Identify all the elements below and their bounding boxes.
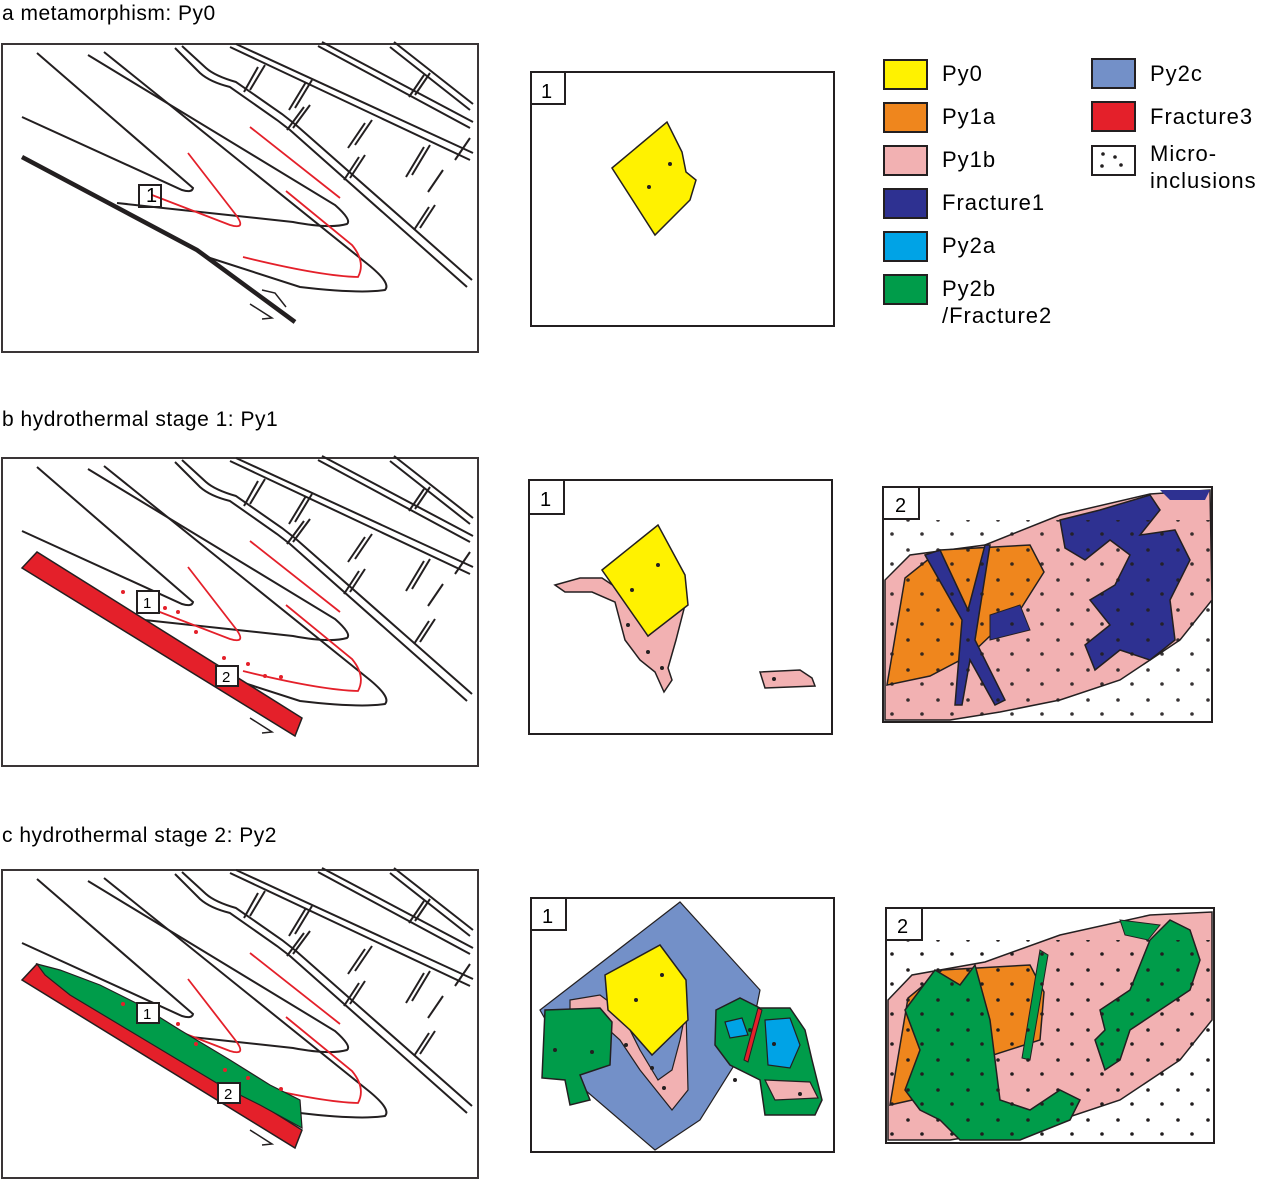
panel-c-inset-2: 2 (885, 907, 1215, 1144)
svg-text:Py2b: Py2b (942, 276, 996, 301)
py0-grain (611, 120, 697, 237)
svg-text:Fracture1: Fracture1 (942, 190, 1045, 215)
legend: Py0 Py1a Py1b Fracture1 Py2a Py2b/Fractu… (883, 58, 1257, 328)
legend-py2c: Py2c (1091, 58, 1203, 89)
fracture3-zone (20, 551, 303, 738)
fracture3-zone (20, 963, 303, 1150)
panel-c-fold-sketch: 1 2 (1, 867, 479, 1179)
svg-text:1: 1 (542, 906, 553, 928)
svg-text:Py2c: Py2c (1150, 61, 1203, 86)
panel-c-inset-1: 1 (530, 897, 835, 1153)
svg-text:Micro-: Micro- (1150, 141, 1217, 166)
panel-a-title: a metamorphism: Py0 (2, 2, 216, 25)
svg-text:1: 1 (540, 489, 551, 511)
svg-text:Fracture3: Fracture3 (1150, 104, 1253, 129)
svg-text:/Fracture2: /Fracture2 (942, 303, 1052, 328)
panel-b-title: b hydrothermal stage 1: Py1 (2, 408, 278, 431)
panel-b-fold-sketch: 1 2 (1, 455, 479, 767)
svg-text:Py0: Py0 (942, 61, 983, 86)
svg-text:2: 2 (895, 495, 906, 517)
location-box-1 (138, 184, 162, 208)
legend-py1b: Py1b (883, 145, 996, 176)
legend-py1a: Py1a (883, 102, 996, 133)
legend-fracture1: Fracture1 (883, 188, 1045, 219)
svg-text:2: 2 (897, 916, 908, 938)
svg-text:1: 1 (143, 1006, 151, 1023)
legend-py2b: Py2b/Fracture2 (883, 274, 1052, 328)
panel-a-inset-1: 1 (530, 71, 835, 327)
svg-text:1: 1 (143, 595, 151, 612)
panel-b-inset-2: 2 (882, 486, 1213, 723)
svg-text:2: 2 (222, 669, 230, 686)
location-box-1-label: 1 (146, 185, 157, 207)
py2b-zone (35, 962, 303, 1130)
legend-py2a: Py2a (883, 231, 996, 262)
panel-c-title: c hydrothermal stage 2: Py2 (2, 824, 277, 847)
svg-text:2: 2 (224, 1086, 232, 1103)
svg-text:Py1a: Py1a (942, 104, 996, 129)
legend-fracture3: Fracture3 (1091, 101, 1253, 132)
svg-text:inclusions: inclusions (1150, 168, 1257, 193)
svg-text:1: 1 (541, 81, 552, 103)
legend-py0: Py0 (883, 59, 983, 90)
legend-micro-inclusions: Micro-inclusions (1091, 141, 1257, 193)
panel-a-fold-sketch: 1 (1, 41, 479, 353)
fault-line (20, 155, 297, 324)
svg-text:Py2a: Py2a (942, 233, 996, 258)
panel-b-inset-1: 1 (528, 479, 833, 735)
svg-text:Py1b: Py1b (942, 147, 996, 172)
